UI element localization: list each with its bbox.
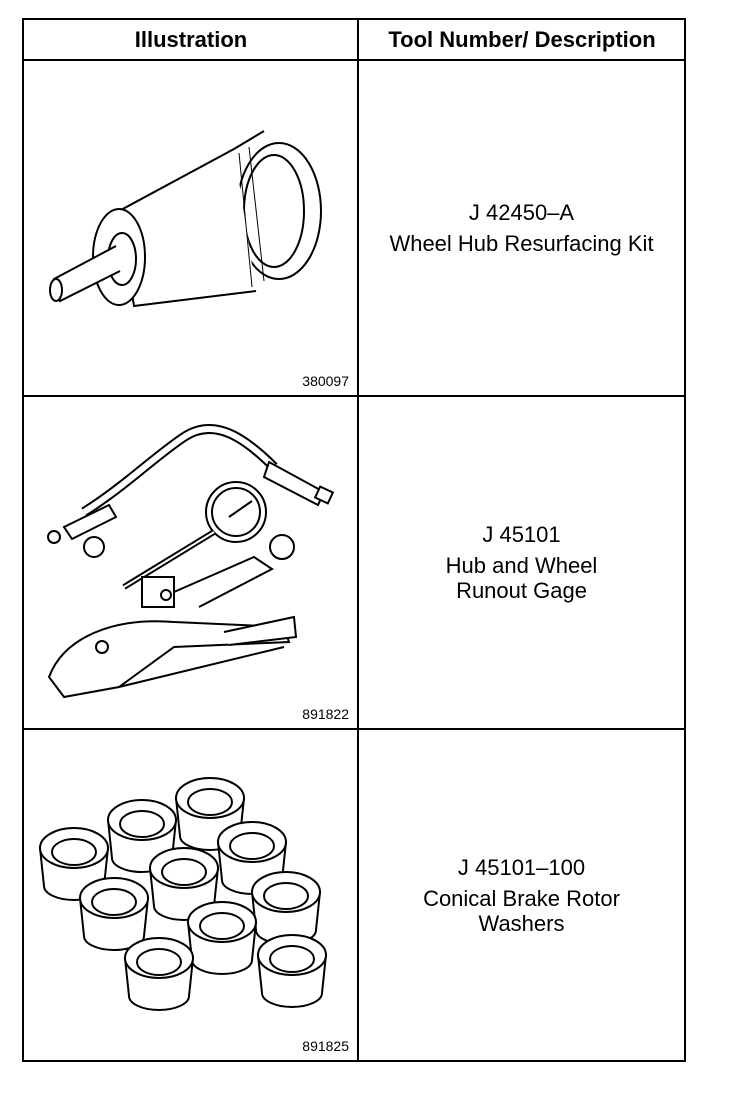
table-row: 891822 J 45101 Hub and Wheel Runout Gage bbox=[24, 397, 684, 730]
washer-icon bbox=[250, 871, 322, 945]
tool-description-line: Runout Gage bbox=[456, 578, 587, 603]
tool-table: Illustration Tool Number/ Description bbox=[22, 18, 686, 1062]
rotor-washers-icon bbox=[38, 777, 328, 1011]
tool-number: J 42450–A bbox=[468, 200, 575, 225]
tool-number: J 45101 bbox=[482, 522, 561, 547]
figure-number: 891822 bbox=[302, 706, 349, 722]
washer-icon bbox=[186, 901, 258, 975]
runout-gage-icon bbox=[47, 423, 335, 699]
washer-icon bbox=[123, 937, 195, 1011]
washer-icon bbox=[256, 934, 328, 1008]
header-illustration: Illustration bbox=[134, 27, 248, 52]
tool-description-line: Hub and Wheel bbox=[445, 553, 598, 578]
illustration-cell: 380097 bbox=[24, 61, 357, 395]
column-divider bbox=[357, 20, 359, 1060]
table-row: 891825 J 45101–100 Conical Brake Rotor W… bbox=[24, 730, 684, 1060]
tool-description-line: Washers bbox=[478, 910, 565, 936]
figure-number: 891825 bbox=[302, 1038, 349, 1054]
header-tool-number: Tool Number/ Description bbox=[388, 27, 656, 52]
tool-description-line: Conical Brake Rotor bbox=[423, 885, 620, 911]
washer-icon bbox=[78, 877, 150, 951]
illustration-cell: 891825 bbox=[24, 730, 357, 1060]
hub-resurfacing-tool-icon bbox=[49, 130, 322, 308]
table-header: Illustration Tool Number/ Description bbox=[24, 20, 684, 61]
tool-description-cell: J 42450–A Wheel Hub Resurfacing Kit bbox=[359, 61, 684, 395]
table-row: 380097 J 42450–A Wheel Hub Resurfacing K… bbox=[24, 61, 684, 397]
figure-number: 380097 bbox=[302, 373, 349, 389]
tool-number: J 45101–100 bbox=[457, 854, 586, 880]
tool-description-cell: J 45101 Hub and Wheel Runout Gage bbox=[359, 397, 684, 728]
tool-description-line: Wheel Hub Resurfacing Kit bbox=[389, 231, 654, 256]
tool-description-cell: J 45101–100 Conical Brake Rotor Washers bbox=[359, 730, 684, 1060]
illustration-cell: 891822 bbox=[24, 397, 357, 728]
